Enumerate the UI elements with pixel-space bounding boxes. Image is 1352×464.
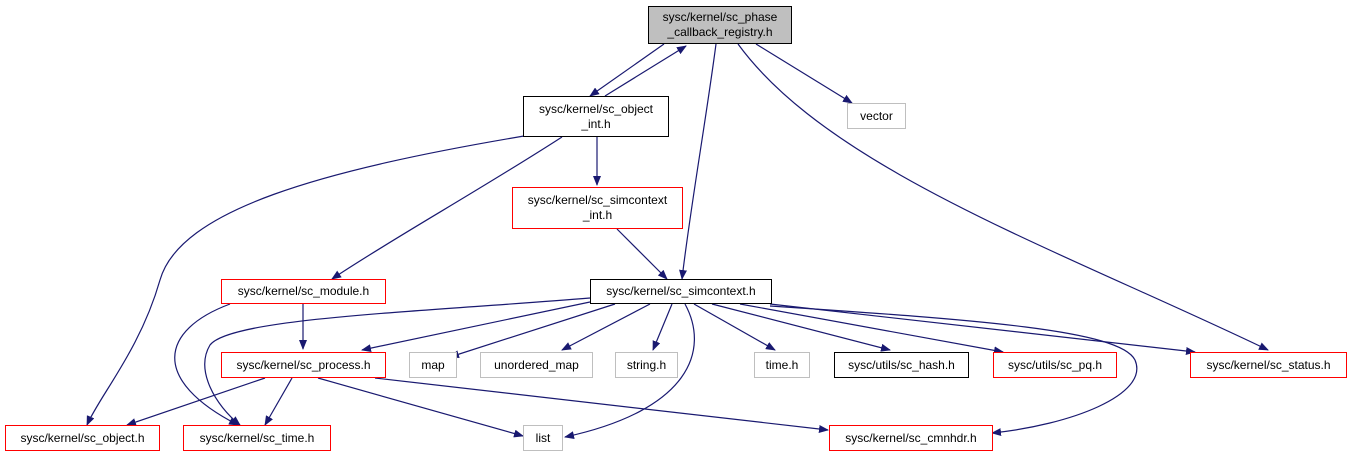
sc-object-node[interactable]: sysc/kernel/sc_object.h <box>5 425 160 451</box>
edge-simcontext-list <box>564 303 695 440</box>
edge-simcontext-unordered-map <box>561 303 651 351</box>
edge-root-status <box>737 43 1269 351</box>
sc-cmnhdr-node[interactable]: sysc/kernel/sc_cmnhdr.h <box>829 425 993 451</box>
edge-process-list <box>317 377 524 438</box>
sc-object-int-node[interactable]: sysc/kernel/sc_object _int.h <box>523 96 669 137</box>
map-node: map <box>409 352 457 378</box>
sc-simcontext-int-node[interactable]: sysc/kernel/sc_simcontext _int.h <box>512 187 683 229</box>
edge-simcontext-pq <box>739 303 1004 355</box>
edge-module-sc-time <box>174 303 239 426</box>
edge-process-object <box>126 377 266 426</box>
sc-status-node[interactable]: sysc/kernel/sc_status.h <box>1190 352 1347 378</box>
time-h-node: time.h <box>754 352 810 378</box>
edge-simcontext-cmnhdr <box>769 305 1138 437</box>
edge-object-int-object <box>86 134 531 426</box>
sc-hash-node[interactable]: sysc/utils/sc_hash.h <box>834 352 969 378</box>
edge-simcontext-process <box>361 301 591 353</box>
edge-root-vector <box>755 43 853 104</box>
edge-process-cmnhdr <box>374 377 829 433</box>
vector-node: vector <box>847 103 906 129</box>
sc-time-node[interactable]: sysc/kernel/sc_time.h <box>183 425 331 451</box>
edge-process-sc-time <box>264 377 293 426</box>
edge-simcontext-map <box>449 303 616 359</box>
edge-simcontext-int-simcontext <box>616 228 668 280</box>
sc-module-node[interactable]: sysc/kernel/sc_module.h <box>221 279 386 304</box>
edge-object-int-root <box>604 45 687 97</box>
edge-simcontext-time-h <box>693 303 776 351</box>
edge-object-int-module <box>331 136 563 280</box>
string-h-node: string.h <box>615 352 678 378</box>
sc-pq-node[interactable]: sysc/utils/sc_pq.h <box>993 352 1117 378</box>
sc-simcontext-node[interactable]: sysc/kernel/sc_simcontext.h <box>590 279 772 304</box>
list-node: list <box>523 425 563 451</box>
edge-simcontext-hash <box>711 303 891 352</box>
sc-process-node[interactable]: sysc/kernel/sc_process.h <box>221 352 386 378</box>
edge-simcontext-status <box>769 303 1196 355</box>
edge-root-simcontext <box>679 43 717 280</box>
unordered-map-node: unordered_map <box>480 352 593 378</box>
root-header-node: sysc/kernel/sc_phase _callback_registry.… <box>648 6 792 44</box>
edge-root-object-int <box>589 43 665 97</box>
edge-simcontext-string <box>652 303 673 351</box>
edge-simcontext-sc-time <box>204 297 591 426</box>
